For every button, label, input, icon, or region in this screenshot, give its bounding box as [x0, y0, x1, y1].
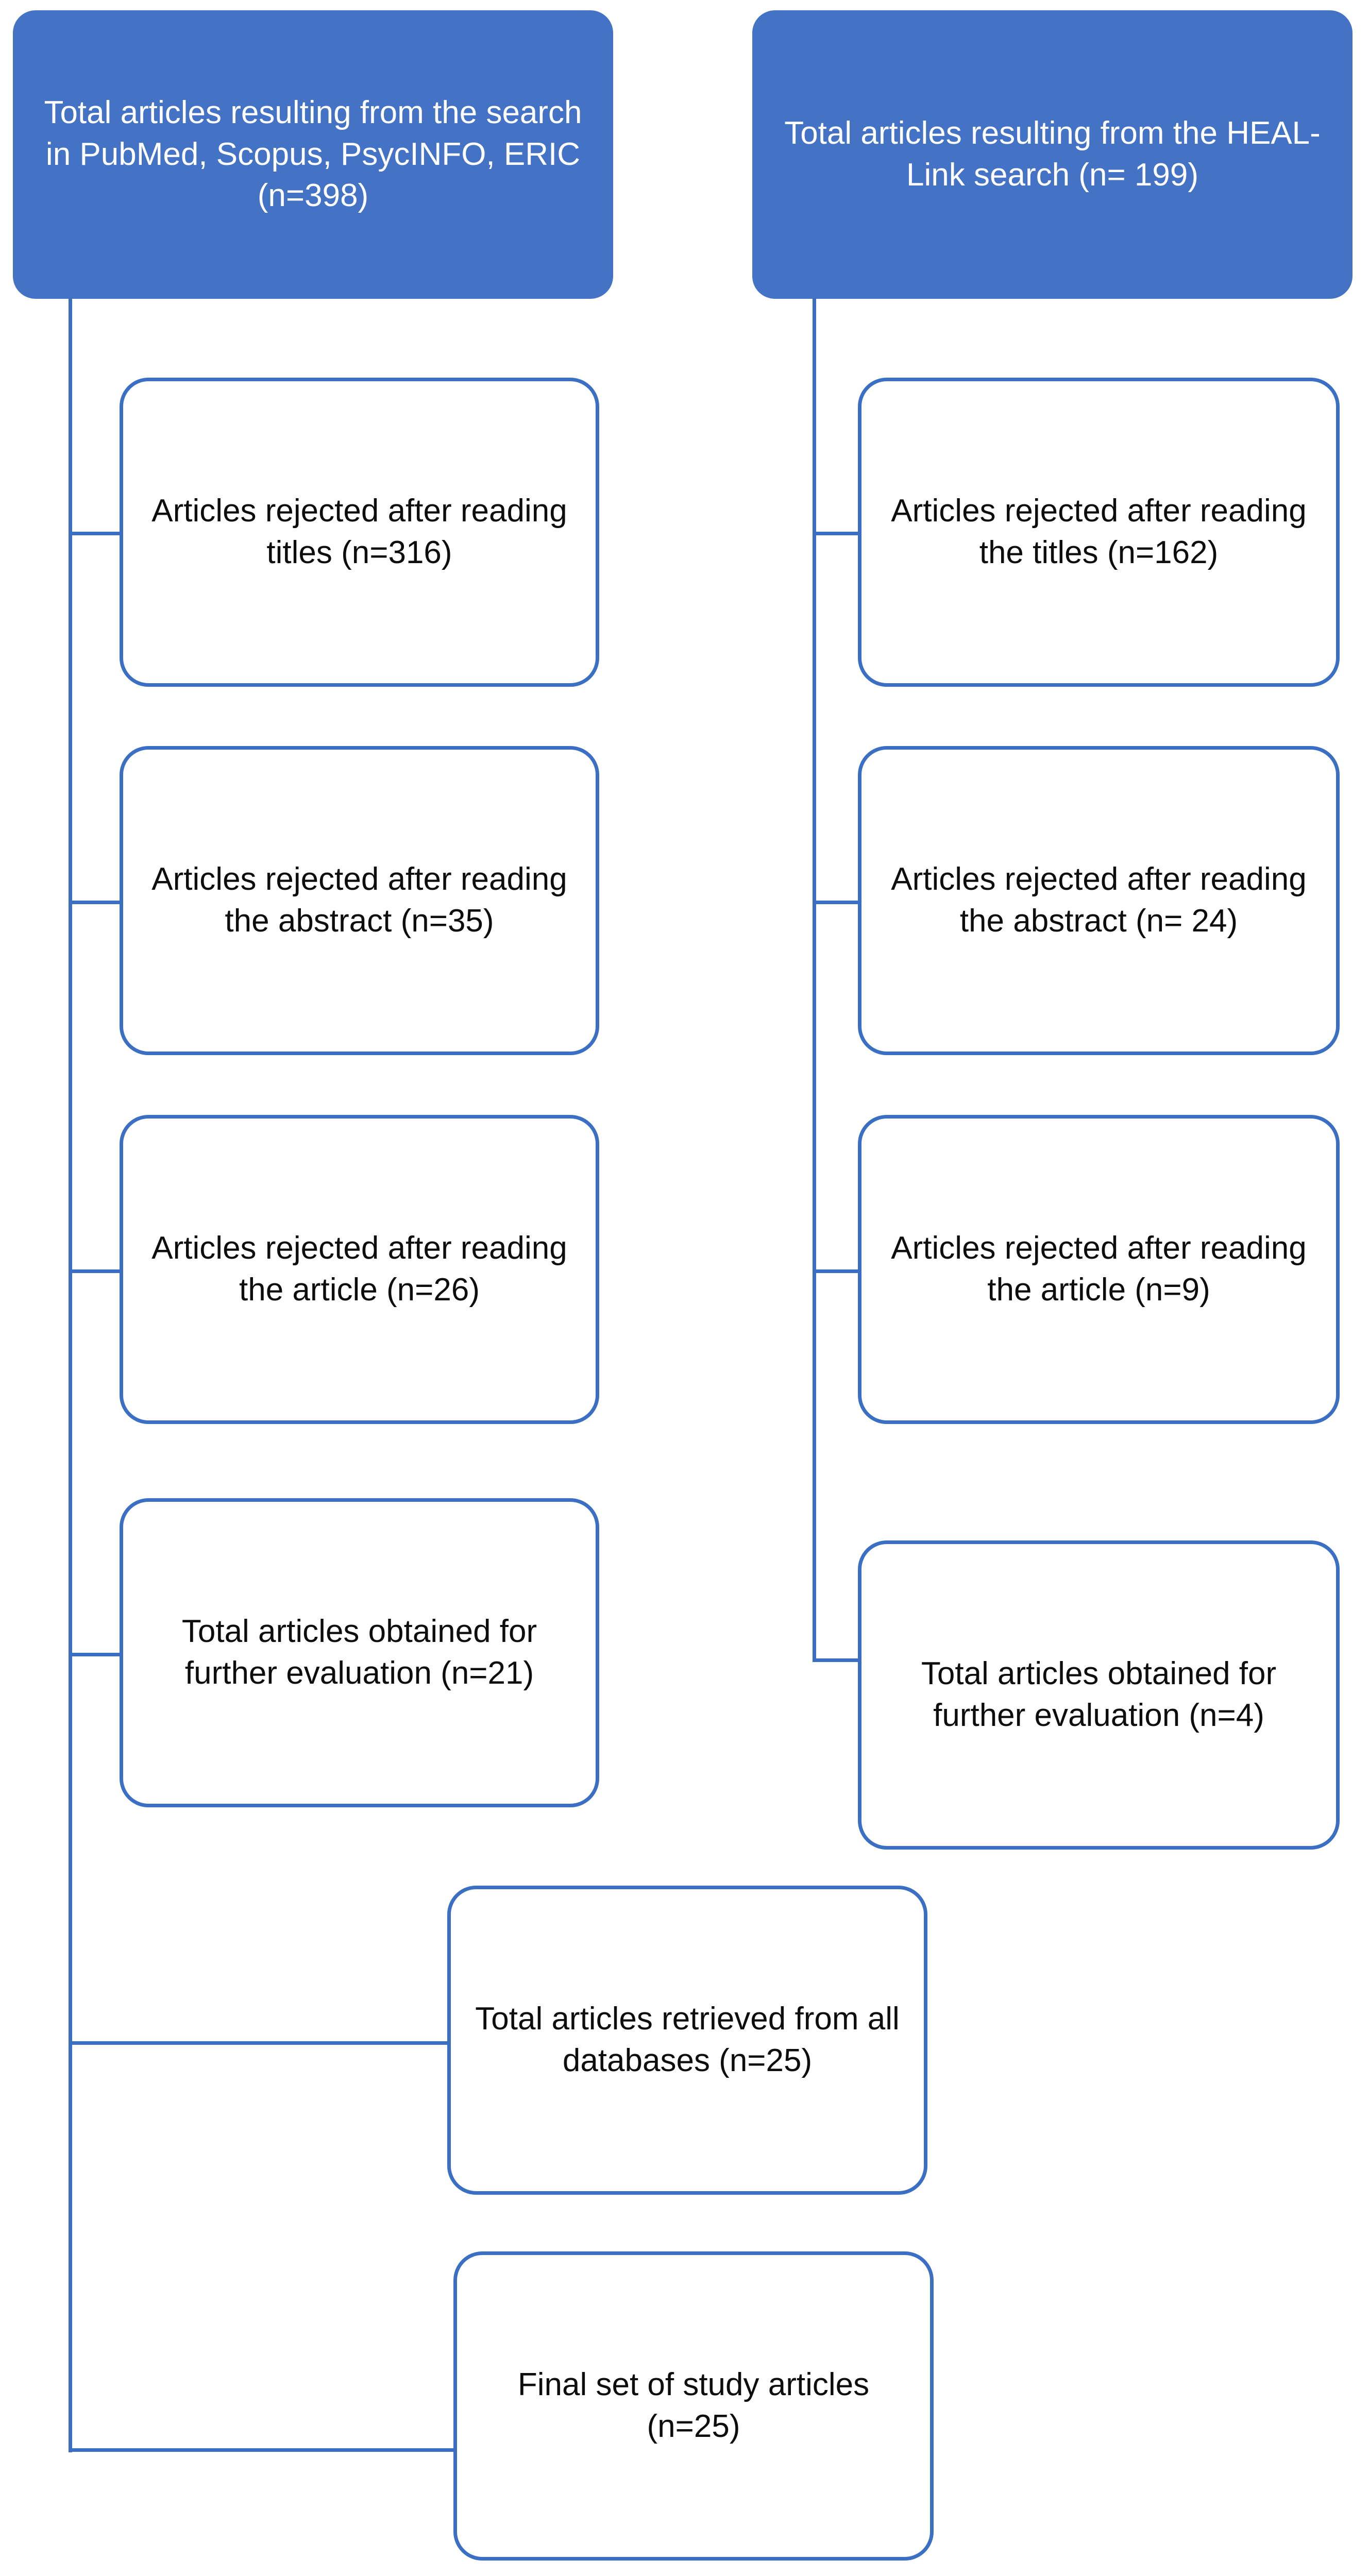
- step-node-right-4: Total articles obtained for further eval…: [858, 1540, 1340, 1850]
- merged-node-final-set: Final set of study articles (n=25): [453, 2251, 934, 2561]
- step-node-right-2-label: Articles rejected after reading the abst…: [891, 861, 1307, 939]
- step-node-right-3: Articles rejected after reading the arti…: [858, 1115, 1340, 1424]
- step-node-left-4-label: Total articles obtained for further eval…: [181, 1614, 537, 1691]
- connector-merge-to-retrieved: [69, 2041, 450, 2045]
- merged-node-final-set-label: Final set of study articles (n=25): [517, 2367, 870, 2444]
- connector-right-branch-1: [813, 532, 861, 535]
- source-node-right-heallink: Total articles resulting from the HEAL-L…: [752, 10, 1353, 299]
- step-node-left-2: Articles rejected after reading the abst…: [120, 746, 599, 1055]
- step-node-left-2-label: Articles rejected after reading the abst…: [151, 861, 567, 939]
- connector-left-branch-2: [69, 901, 123, 904]
- step-node-left-4: Total articles obtained for further eval…: [120, 1498, 599, 1807]
- source-node-left-label: Total articles resulting from the search…: [44, 95, 582, 214]
- step-node-right-4-label: Total articles obtained for further eval…: [921, 1656, 1277, 1733]
- connector-left-branch-1: [69, 532, 123, 535]
- step-node-left-3: Articles rejected after reading the arti…: [120, 1115, 599, 1424]
- connector-left-branch-4: [69, 1653, 123, 1656]
- step-node-right-1-label: Articles rejected after reading the titl…: [891, 493, 1307, 570]
- connector-left-branch-3: [69, 1269, 123, 1273]
- source-node-right-label: Total articles resulting from the HEAL-L…: [784, 115, 1321, 193]
- step-node-left-1-label: Articles rejected after reading titles (…: [151, 493, 567, 570]
- step-node-right-2: Articles rejected after reading the abst…: [858, 746, 1340, 1055]
- source-node-left-databases: Total articles resulting from the search…: [13, 10, 613, 299]
- connector-merge-to-final: [69, 2448, 455, 2452]
- connector-right-trunk: [813, 298, 816, 1662]
- connector-right-branch-4: [813, 1658, 861, 1662]
- merged-node-total-retrieved-label: Total articles retrieved from all databa…: [475, 2001, 900, 2078]
- step-node-left-3-label: Articles rejected after reading the arti…: [151, 1230, 567, 1308]
- step-node-right-3-label: Articles rejected after reading the arti…: [891, 1230, 1307, 1308]
- connector-left-trunk: [69, 298, 72, 2452]
- step-node-left-1: Articles rejected after reading titles (…: [120, 378, 599, 687]
- step-node-right-1: Articles rejected after reading the titl…: [858, 378, 1340, 687]
- connector-right-branch-2: [813, 901, 861, 904]
- connector-right-branch-3: [813, 1269, 861, 1273]
- merged-node-total-retrieved: Total articles retrieved from all databa…: [447, 1886, 927, 2195]
